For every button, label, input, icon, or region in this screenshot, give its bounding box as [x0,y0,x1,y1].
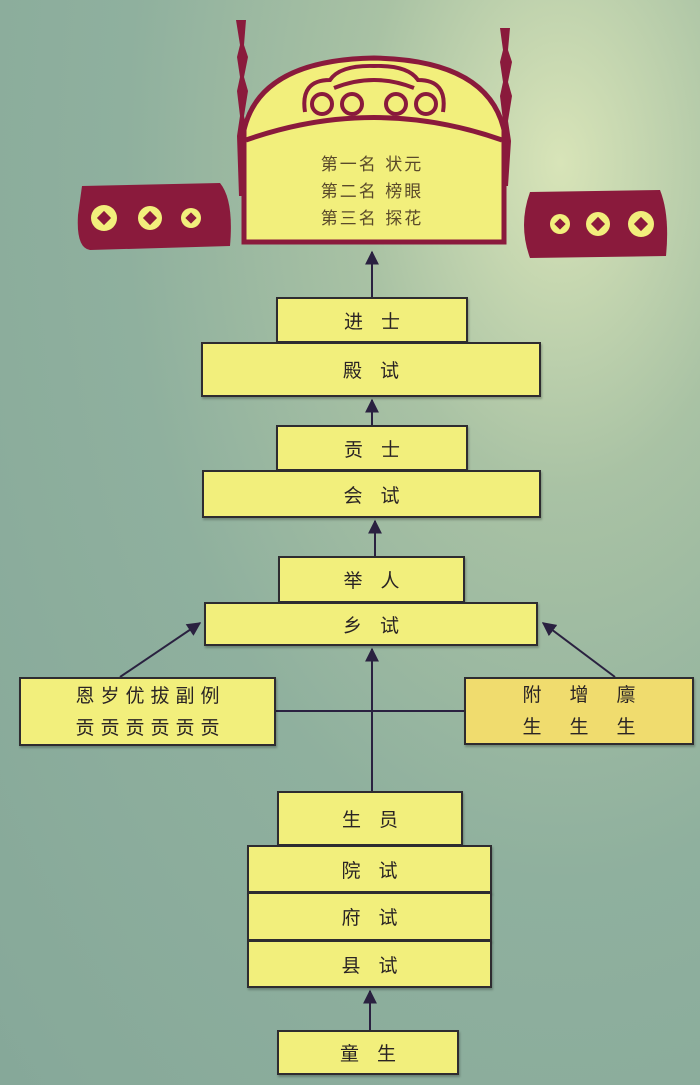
crown-ranking-text: 第一名 状元 第二名 榜眼 第三名 探花 [282,152,462,233]
box-dianshi: 殿试 [201,342,541,397]
box-juren: 举人 [278,556,465,603]
arrow-sheng-to-xiangshi [541,622,616,678]
sheng-types-top: 附增廪 [522,684,664,706]
box-yuanshi: 院试 [247,845,492,893]
flow-arrows [119,250,616,1030]
rank-1: 第一名 状元 [320,155,424,175]
rank-2: 第二名 榜眼 [320,182,424,202]
left-wing [77,183,231,250]
box-xianshi: 县试 [247,940,492,988]
box-shengyuan: 生员 [277,791,463,846]
box-sheng-types: 附增廪 生生生 [464,677,694,745]
sheng-types-bottom: 生生生 [522,716,664,738]
rank-3: 第三名 探花 [320,209,424,229]
box-jinshi: 进士 [276,297,468,343]
box-gong-types: 恩岁优拔副例 贡贡贡贡贡贡 [19,677,276,746]
box-huishi: 会试 [202,470,541,518]
crown-hat [241,55,507,245]
box-tongsheng: 童生 [277,1030,459,1075]
gong-types-top: 恩岁优拔副例 [75,684,226,707]
box-gongshi: 贡士 [276,425,468,471]
arrow-gong-to-xiangshi [119,622,202,678]
gong-types-bottom: 贡贡贡贡贡贡 [75,716,226,739]
box-xiangshi: 乡试 [204,602,538,646]
cloud-ornament [302,63,446,116]
box-fushi: 府试 [247,892,492,941]
right-wing [524,190,668,258]
